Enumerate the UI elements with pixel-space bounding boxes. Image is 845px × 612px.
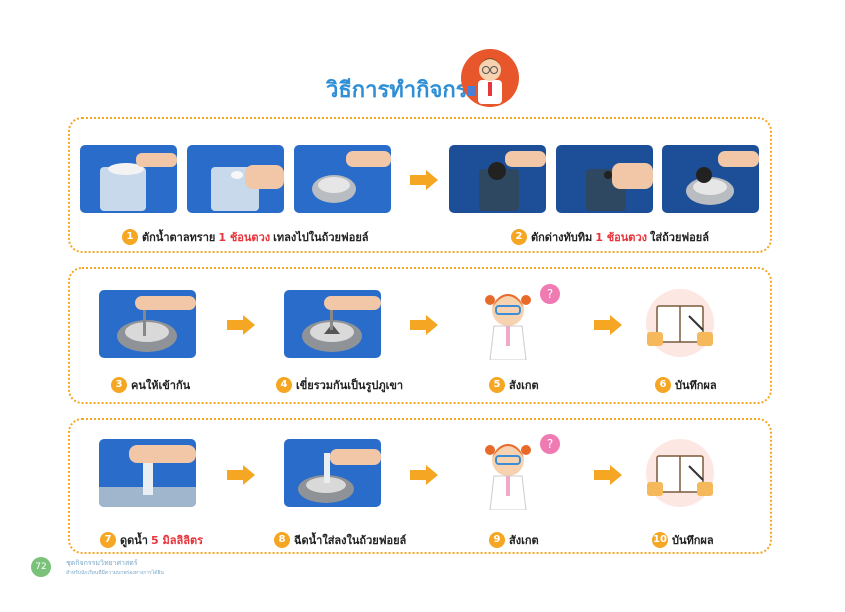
photo-step4 [284,290,381,358]
step-number-badge: 3 [111,377,127,393]
photo-step2-a [449,145,546,213]
arrow-icon [410,315,438,335]
notebook-icon [645,438,715,508]
arrow-icon [410,465,438,485]
notebook-icon [645,288,715,358]
step-number-badge: 9 [489,532,505,548]
step-9-label: 9 สังเกต [489,531,539,549]
photo-step1-b [187,145,284,213]
arrow-icon [410,170,438,190]
scientist-mascot-icon [460,42,520,108]
step-panel-2 [68,267,772,404]
step-3-label: 3 คนให้เข้ากัน [111,376,190,394]
step-number-badge: 6 [655,377,671,393]
observing-girl-icon: ? [480,430,560,511]
svg-text:?: ? [547,437,553,451]
photo-step3 [99,290,196,358]
photo-step8 [284,439,381,507]
step-4-label: 4 เขี่ยรวมกันเป็นรูปภูเขา [276,376,403,394]
photo-step7 [99,439,196,507]
step-number-badge: 1 [122,229,138,245]
step-number-badge: 2 [511,229,527,245]
footer-subtitle: สำหรับนักเรียนที่มีความบกพร่องทางการได้ย… [66,570,164,576]
step-6-label: 6 บันทึกผล [655,376,717,394]
photo-step2-c [662,145,759,213]
page-number: 72 [31,557,51,577]
step-8-label: 8 ฉีดน้ำใส่ลงในถ้วยฟอยล์ [274,531,406,549]
svg-text:?: ? [547,287,553,301]
footer-book-title: ชุดกิจกรรมวิทยาศาสตร์ [66,559,138,567]
arrow-icon [227,465,255,485]
photo-step2-b [556,145,653,213]
arrow-icon [594,465,622,485]
step-5-label: 5 สังเกต [489,376,539,394]
step-number-badge: 7 [100,532,116,548]
arrow-icon [227,315,255,335]
step-2-label: 2 ตักด่างทับทิม 1 ช้อนตวง ใส่ถ้วยฟอยล์ [511,228,709,246]
photo-step1-a [80,145,177,213]
observing-girl-icon: ? [480,280,560,361]
step-7-label: 7 ดูดน้ำ 5 มิลลิลิตร [100,531,206,549]
arrow-icon [594,315,622,335]
step-number-badge: 5 [489,377,505,393]
step-1-label: 1 ตักน้ำตาลทราย 1 ช้อนตวง เทลงไปในถ้วยฟอ… [122,228,369,246]
step-panel-1 [68,117,772,253]
step-number-badge: 8 [274,532,290,548]
step-number-badge: 10 [652,532,668,548]
step-panel-3 [68,418,772,554]
step-10-label: 10 บันทึกผล [652,532,714,548]
photo-step1-c [294,145,391,213]
step-number-badge: 4 [276,377,292,393]
